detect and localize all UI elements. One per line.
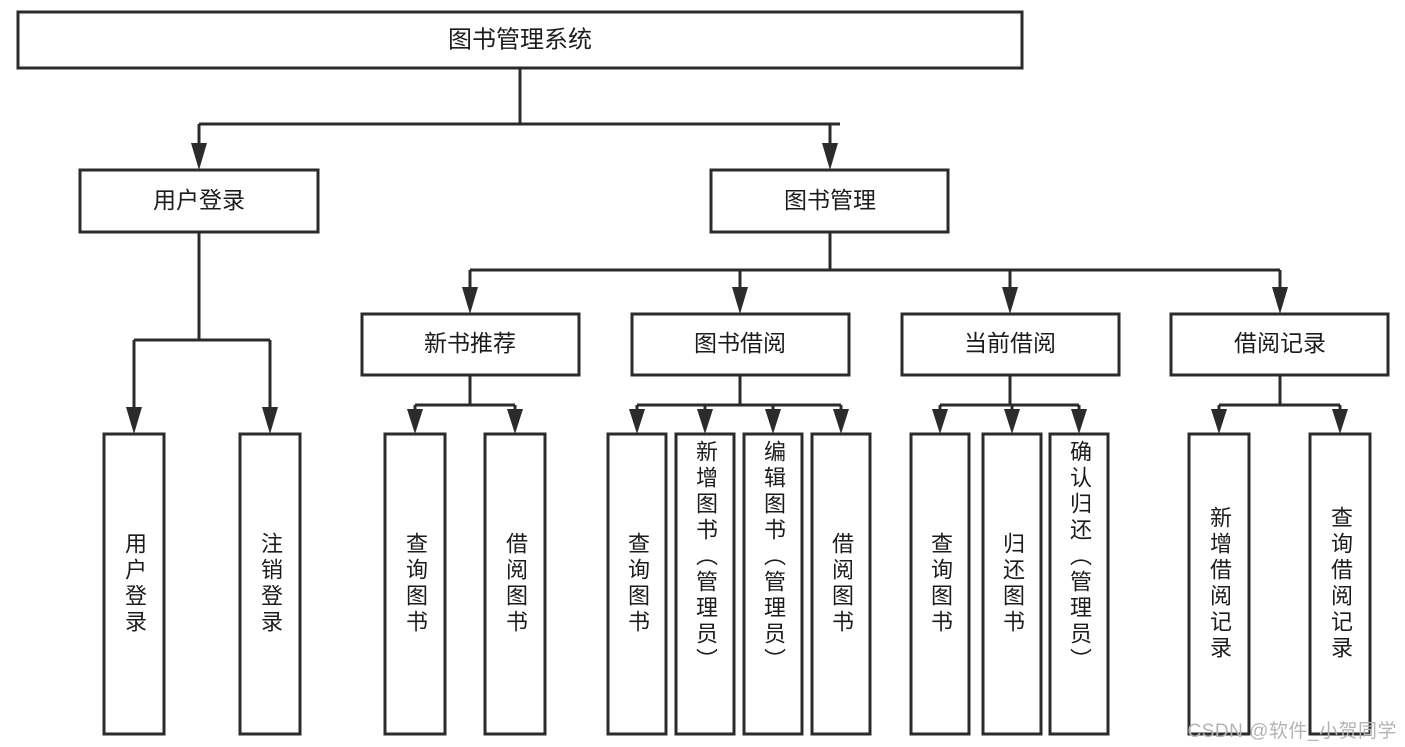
arrow-head-leaf-return-book (1004, 409, 1020, 434)
arrow-head-leaf-query-book-3 (932, 409, 948, 434)
node-book-borrow-label: 图书借阅 (694, 330, 786, 356)
connector-root-to-level2 (191, 68, 840, 170)
node-user-login-label: 用户登录 (153, 187, 245, 213)
node-borrow-record-box[interactable] (1169, 312, 1390, 377)
node-new-book-recommend[interactable]: 新书推荐 (360, 312, 581, 377)
node-current-borrow-box[interactable] (900, 312, 1121, 377)
node-root[interactable]: 图书管理系统 (16, 10, 1024, 70)
node-user-login-box[interactable] (78, 168, 320, 234)
node-root-box[interactable] (16, 10, 1024, 70)
leaf-box-query-record[interactable] (1308, 432, 1372, 736)
leaf-box-confirm-return[interactable] (1048, 432, 1110, 736)
leaf-box-borrow-book-1[interactable] (483, 432, 547, 736)
arrow-head-leaf-user-login (126, 407, 142, 434)
node-root-label: 图书管理系统 (448, 26, 592, 53)
node-book-management-box[interactable] (709, 168, 950, 234)
arrow-head-leaf-add-book (697, 409, 713, 434)
leaf-box-return-book[interactable] (981, 432, 1043, 736)
arrow-head-leaf-confirm-return (1071, 409, 1087, 434)
arrow-head-user-login (191, 143, 207, 170)
node-new-book-recommend-label: 新书推荐 (424, 330, 516, 356)
node-book-management[interactable]: 图书管理 (709, 168, 950, 234)
arrow-head-record (1272, 287, 1288, 314)
leaf-box-user-login[interactable] (102, 432, 166, 736)
csdn-watermark: CSDN @软件_小贺同学 (1187, 721, 1397, 742)
node-book-borrow[interactable]: 图书借阅 (630, 312, 851, 377)
connector-bookborrow-to-leaves (629, 375, 849, 434)
node-borrow-record[interactable]: 借阅记录 (1169, 312, 1390, 377)
node-borrow-record-label: 借阅记录 (1234, 330, 1326, 356)
connector-bookmgmt-to-level3 (462, 232, 1288, 314)
leaf-box-add-record[interactable] (1187, 432, 1251, 736)
leaf-box-query-book-1[interactable] (383, 432, 447, 736)
leaf-box-add-book[interactable] (674, 432, 736, 736)
arrow-head-leaf-logout (262, 407, 278, 434)
arrow-head-leaf-edit-book (765, 409, 781, 434)
leaf-box-query-book-2[interactable] (606, 432, 668, 736)
leaf-box-logout[interactable] (238, 432, 302, 736)
arrow-head-current-borrow (1002, 287, 1018, 314)
connector-record-to-leaves (1211, 375, 1348, 434)
arrow-head-leaf-borrow-book-2 (833, 409, 849, 434)
leaf-box-borrow-book-2[interactable] (810, 432, 872, 736)
node-current-borrow-label: 当前借阅 (964, 330, 1056, 356)
node-current-borrow[interactable]: 当前借阅 (900, 312, 1121, 377)
leaf-box-query-book-3[interactable] (909, 432, 971, 736)
connector-userlogin-to-leaves (126, 232, 278, 434)
arrow-head-borrow (732, 287, 748, 314)
arrow-head-leaf-query-record (1332, 409, 1348, 434)
arrow-head-leaf-borrow-book-1 (507, 409, 523, 434)
arrow-head-book-mgmt (822, 143, 838, 170)
arrow-head-new-book (462, 287, 478, 314)
arrow-head-leaf-query-book-1 (407, 409, 423, 434)
arrow-head-leaf-query-book-2 (629, 409, 645, 434)
connector-newbook-to-leaves (407, 375, 523, 434)
connector-currentborrow-to-leaves (932, 375, 1087, 434)
leaf-box-edit-book[interactable] (742, 432, 804, 736)
node-new-book-recommend-box[interactable] (360, 312, 581, 377)
node-book-borrow-box[interactable] (630, 312, 851, 377)
node-book-management-label: 图书管理 (784, 187, 876, 213)
leaf-boxes (102, 432, 1372, 736)
node-user-login[interactable]: 用户登录 (78, 168, 320, 234)
arrow-head-leaf-add-record (1211, 409, 1227, 434)
